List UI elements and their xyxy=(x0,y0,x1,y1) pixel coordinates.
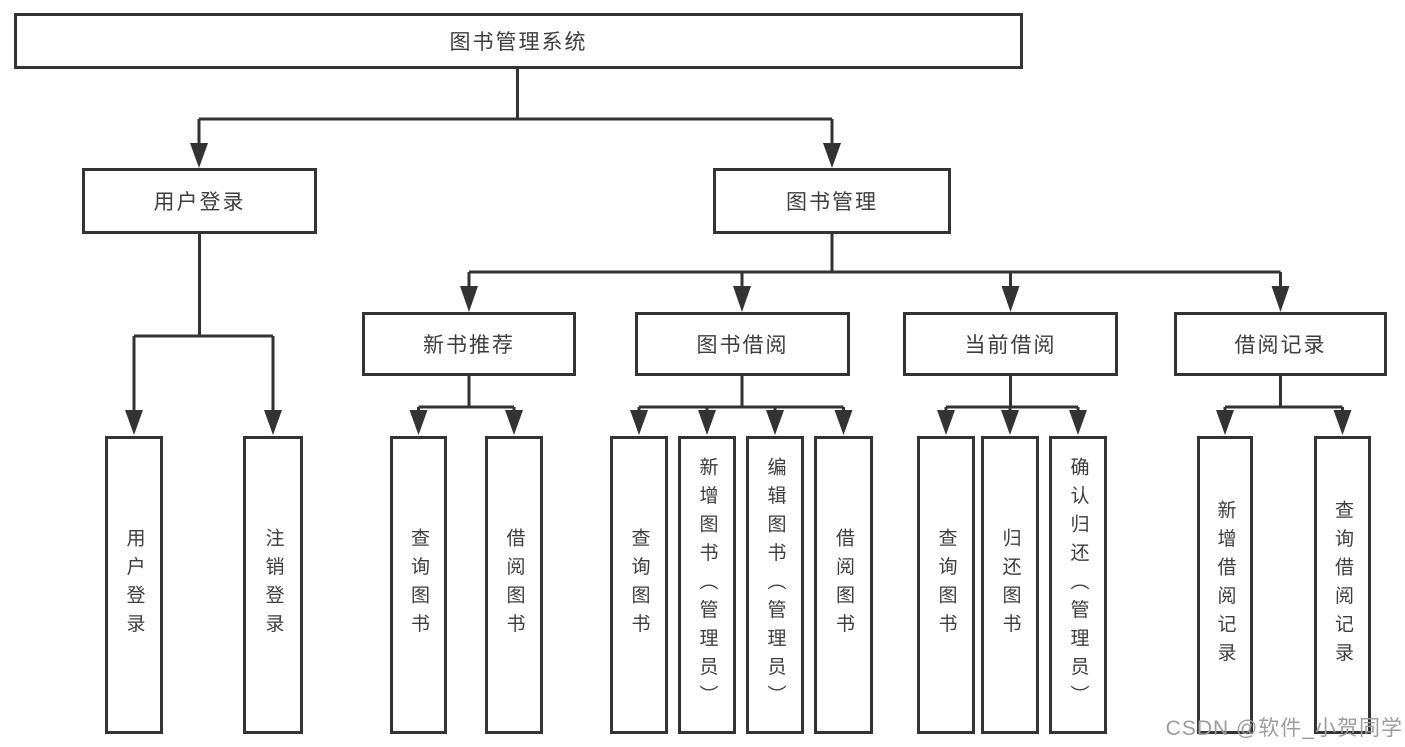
arrow-down-icon xyxy=(834,410,853,435)
arrow-down-icon xyxy=(1216,410,1234,435)
arrow-down-icon xyxy=(264,410,282,435)
arrowheads xyxy=(125,143,1352,435)
leaf-borrow-book: 借阅图书 xyxy=(814,436,873,734)
leaf-add-book-admin: 新增图书（管理员） xyxy=(678,436,736,734)
tree-edges xyxy=(132,69,1344,416)
arrow-down-icon xyxy=(766,410,784,435)
csdn-watermark: CSDN @软件_小贺同学 xyxy=(1165,717,1403,740)
arrow-down-icon xyxy=(630,410,648,435)
arrow-down-icon xyxy=(1271,286,1290,312)
arrow-down-icon xyxy=(698,410,716,435)
node-book-management: 图书管理 xyxy=(713,168,951,234)
arrow-down-icon xyxy=(505,410,523,435)
arrow-down-icon xyxy=(1001,410,1019,435)
arrow-down-icon xyxy=(409,410,428,435)
arrow-down-icon xyxy=(733,286,751,312)
leaf-edit-book-admin: 编辑图书（管理员） xyxy=(746,436,804,734)
arrow-down-icon xyxy=(125,410,143,435)
leaf-add-borrow-record: 新增借阅记录 xyxy=(1197,436,1253,734)
node-book-borrow: 图书借阅 xyxy=(635,312,850,376)
arrow-down-icon xyxy=(1001,286,1020,312)
leaf-borrow-query-book: 查询图书 xyxy=(610,436,668,734)
leaf-recommend-query-book: 查询图书 xyxy=(390,436,447,734)
leaf-confirm-return-admin: 确认归还（管理员） xyxy=(1049,436,1107,734)
node-library-management-system: 图书管理系统 xyxy=(14,13,1023,69)
leaf-logout: 注销登录 xyxy=(243,436,303,734)
arrow-down-icon xyxy=(190,143,208,168)
leaf-current-query-book: 查询图书 xyxy=(917,436,975,734)
leaf-query-borrow-record: 查询借阅记录 xyxy=(1314,436,1371,734)
leaf-return-book: 归还图书 xyxy=(981,436,1039,734)
arrow-down-icon xyxy=(1333,410,1352,435)
node-user-login: 用户登录 xyxy=(82,168,317,234)
arrow-down-icon xyxy=(460,286,478,312)
node-borrow-record: 借阅记录 xyxy=(1174,312,1387,376)
node-new-book-recommend: 新书推荐 xyxy=(362,312,576,376)
arrow-down-icon xyxy=(1069,410,1087,435)
leaf-user-login: 用户登录 xyxy=(105,436,163,734)
arrow-down-icon xyxy=(823,143,841,168)
arrow-down-icon xyxy=(937,410,955,435)
node-current-borrow: 当前借阅 xyxy=(903,312,1118,376)
leaf-recommend-borrow-book: 借阅图书 xyxy=(485,436,543,734)
